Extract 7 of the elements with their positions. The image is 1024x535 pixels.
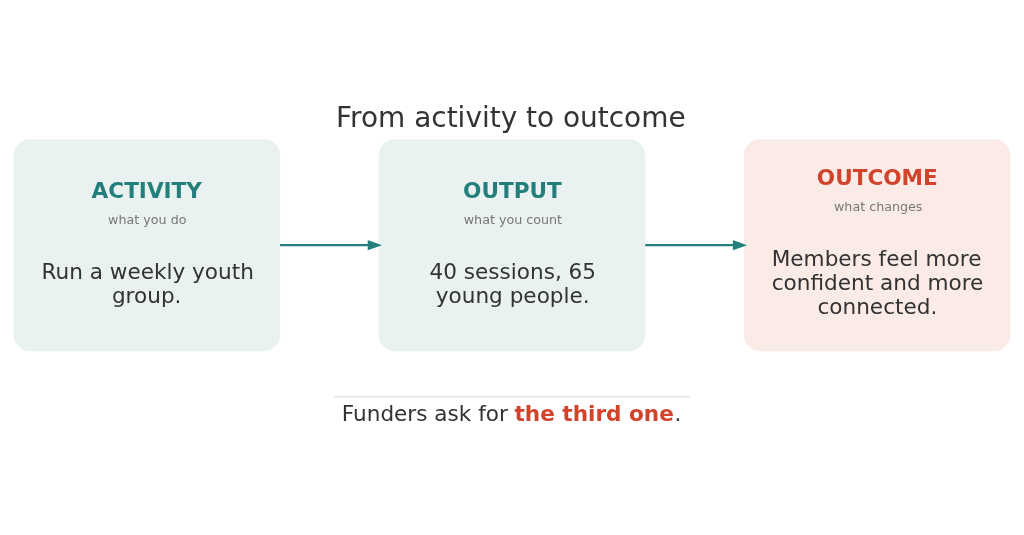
node-box: OUTPUT what you count 40 sessions, 65 young people. — [378, 138, 646, 351]
caption: Funders ask for the third one. — [341, 400, 682, 426]
diagram-title: From activity to outcome — [336, 100, 686, 134]
arrow — [280, 239, 382, 250]
node-box: ACTIVITY what you do Run a weekly youth group. — [13, 138, 281, 351]
node-box: OUTCOME what changes Members feel more confident and more connected. — [743, 138, 1011, 351]
arrow — [645, 239, 748, 250]
